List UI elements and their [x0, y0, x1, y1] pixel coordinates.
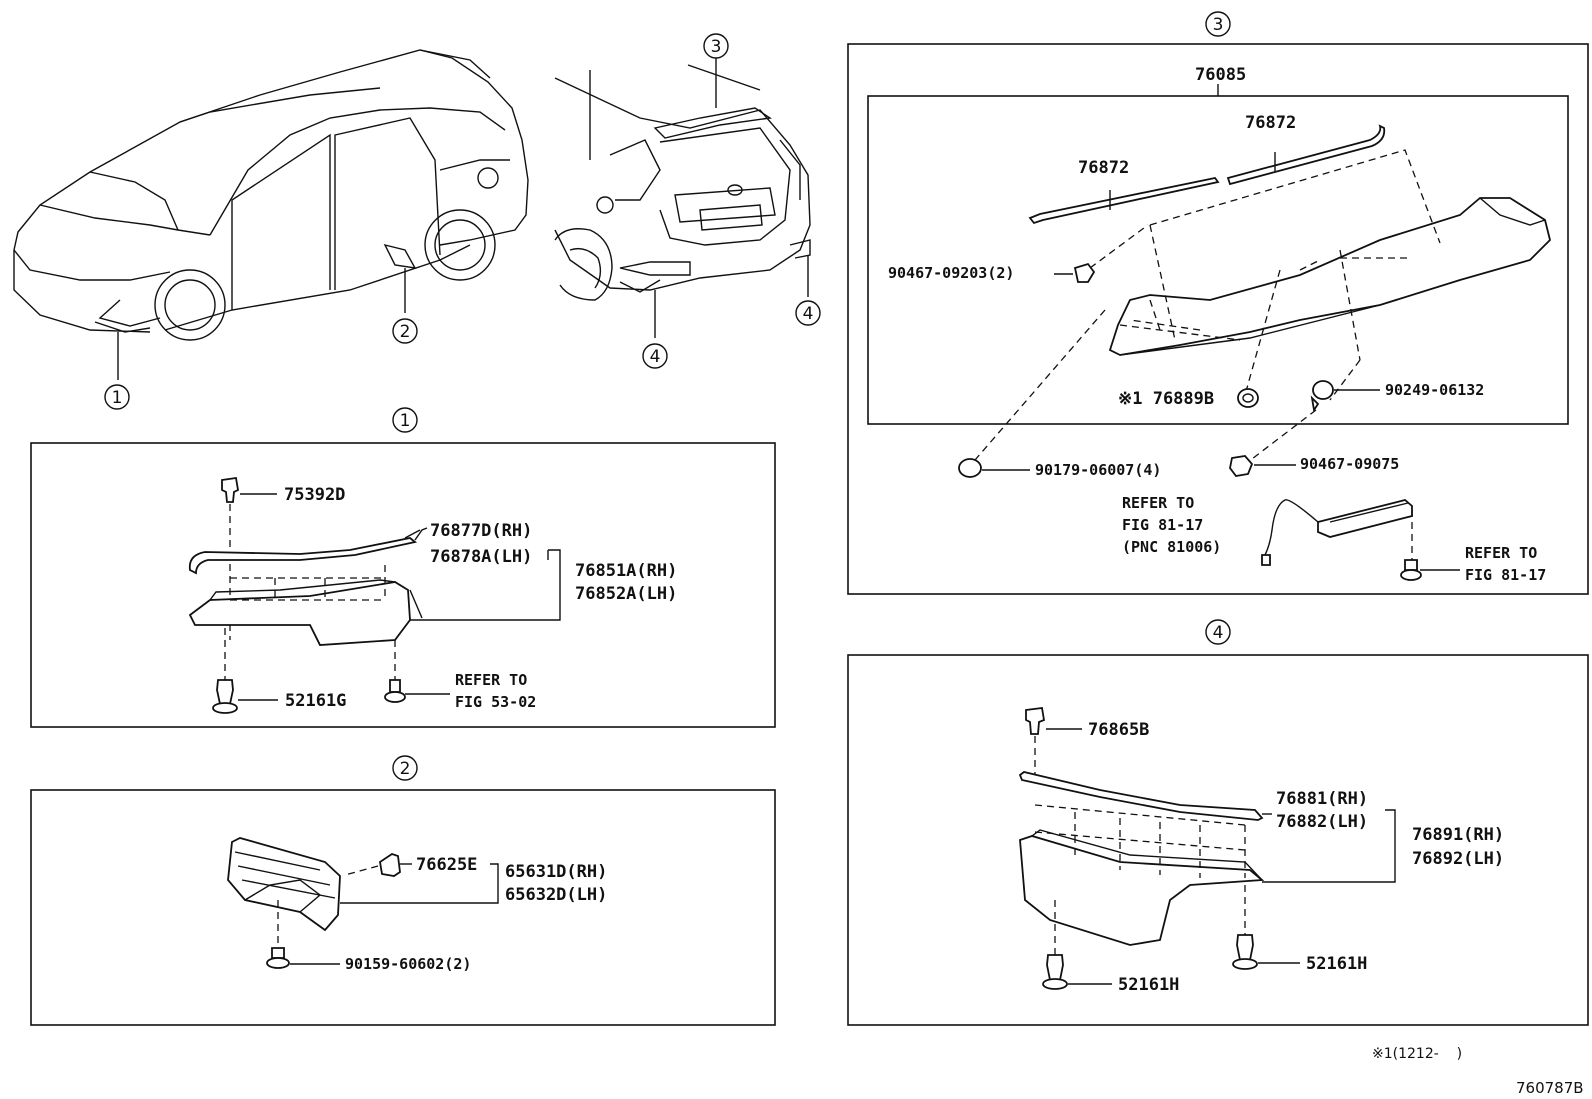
label-76889B: ※1 76889B [1118, 389, 1214, 409]
label-76881: 76881(RH) [1276, 789, 1368, 809]
footer-note: ※1(1212- ) [1372, 1046, 1462, 1062]
label-refer1: REFER TO [455, 671, 527, 689]
label-65631D: 65631D(RH) [505, 862, 607, 882]
section-1-header: 1 [392, 407, 418, 433]
section-4-parts [1018, 706, 1396, 990]
section-1-box [30, 442, 776, 728]
svg-text:1: 1 [112, 388, 123, 408]
callout-2: 2 [392, 318, 418, 344]
svg-text:1: 1 [400, 411, 411, 431]
car-rear-illustration [554, 64, 811, 301]
section-2-header: 2 [392, 755, 418, 781]
label-referA3: (PNC 81006) [1122, 538, 1221, 556]
label-76878A: 76878A(LH) [430, 547, 532, 567]
label-90179-06007: 90179-06007(4) [1035, 461, 1161, 479]
svg-text:2: 2 [400, 322, 411, 342]
section-4-header: 4 [1205, 619, 1231, 645]
label-90467-09075: 90467-09075 [1300, 455, 1399, 473]
label-referA1: REFER TO [1122, 494, 1194, 512]
label-76882: 76882(LH) [1276, 812, 1368, 832]
label-referA2: FIG 81-17 [1122, 516, 1203, 534]
callout-leaders [117, 58, 809, 380]
label-referB1: REFER TO [1465, 544, 1537, 562]
label-referB2: FIG 81-17 [1465, 566, 1546, 584]
callout-4b: 4 [795, 300, 821, 326]
label-90467-09203: 90467-09203(2) [888, 264, 1014, 282]
label-52161H-b: 52161H [1306, 954, 1367, 974]
section-2-box [30, 789, 776, 1026]
label-52161H-a: 52161H [1118, 975, 1179, 995]
label-refer2: FIG 53-02 [455, 693, 536, 711]
label-76872-b: 76872 [1078, 158, 1129, 178]
section-2-parts [227, 837, 499, 969]
svg-text:4: 4 [803, 304, 814, 324]
section-3-parts [958, 84, 1551, 581]
label-65632D: 65632D(LH) [505, 885, 607, 905]
callout-3: 3 [703, 33, 729, 59]
callout-4: 4 [642, 343, 668, 369]
svg-text:4: 4 [650, 347, 661, 367]
section-1-parts [188, 476, 561, 714]
svg-text:2: 2 [400, 759, 411, 779]
svg-text:3: 3 [711, 37, 722, 57]
label-76877D: 76877D(RH) [430, 521, 532, 541]
callout-1: 1 [104, 384, 130, 410]
label-76851A: 76851A(RH) [575, 561, 677, 581]
label-90249-06132: 90249-06132 [1385, 381, 1484, 399]
section-4-box [847, 654, 1589, 1026]
label-76891: 76891(RH) [1412, 825, 1504, 845]
label-76625E: 76625E [416, 855, 477, 875]
label-52161G: 52161G [285, 691, 346, 711]
svg-text:3: 3 [1213, 15, 1224, 35]
label-76892: 76892(LH) [1412, 849, 1504, 869]
figure-id: 760787B [1516, 1079, 1584, 1097]
section-3-outer-box [847, 43, 1589, 595]
section-3-header: 3 [1205, 11, 1231, 37]
label-76872-a: 76872 [1245, 113, 1296, 133]
svg-text:4: 4 [1213, 623, 1224, 643]
car-front-illustration [13, 49, 529, 341]
label-76852A: 76852A(LH) [575, 584, 677, 604]
label-90159: 90159-60602(2) [345, 955, 471, 973]
label-76085: 76085 [1195, 65, 1246, 85]
label-76865B: 76865B [1088, 720, 1149, 740]
label-75392D: 75392D [284, 485, 345, 505]
